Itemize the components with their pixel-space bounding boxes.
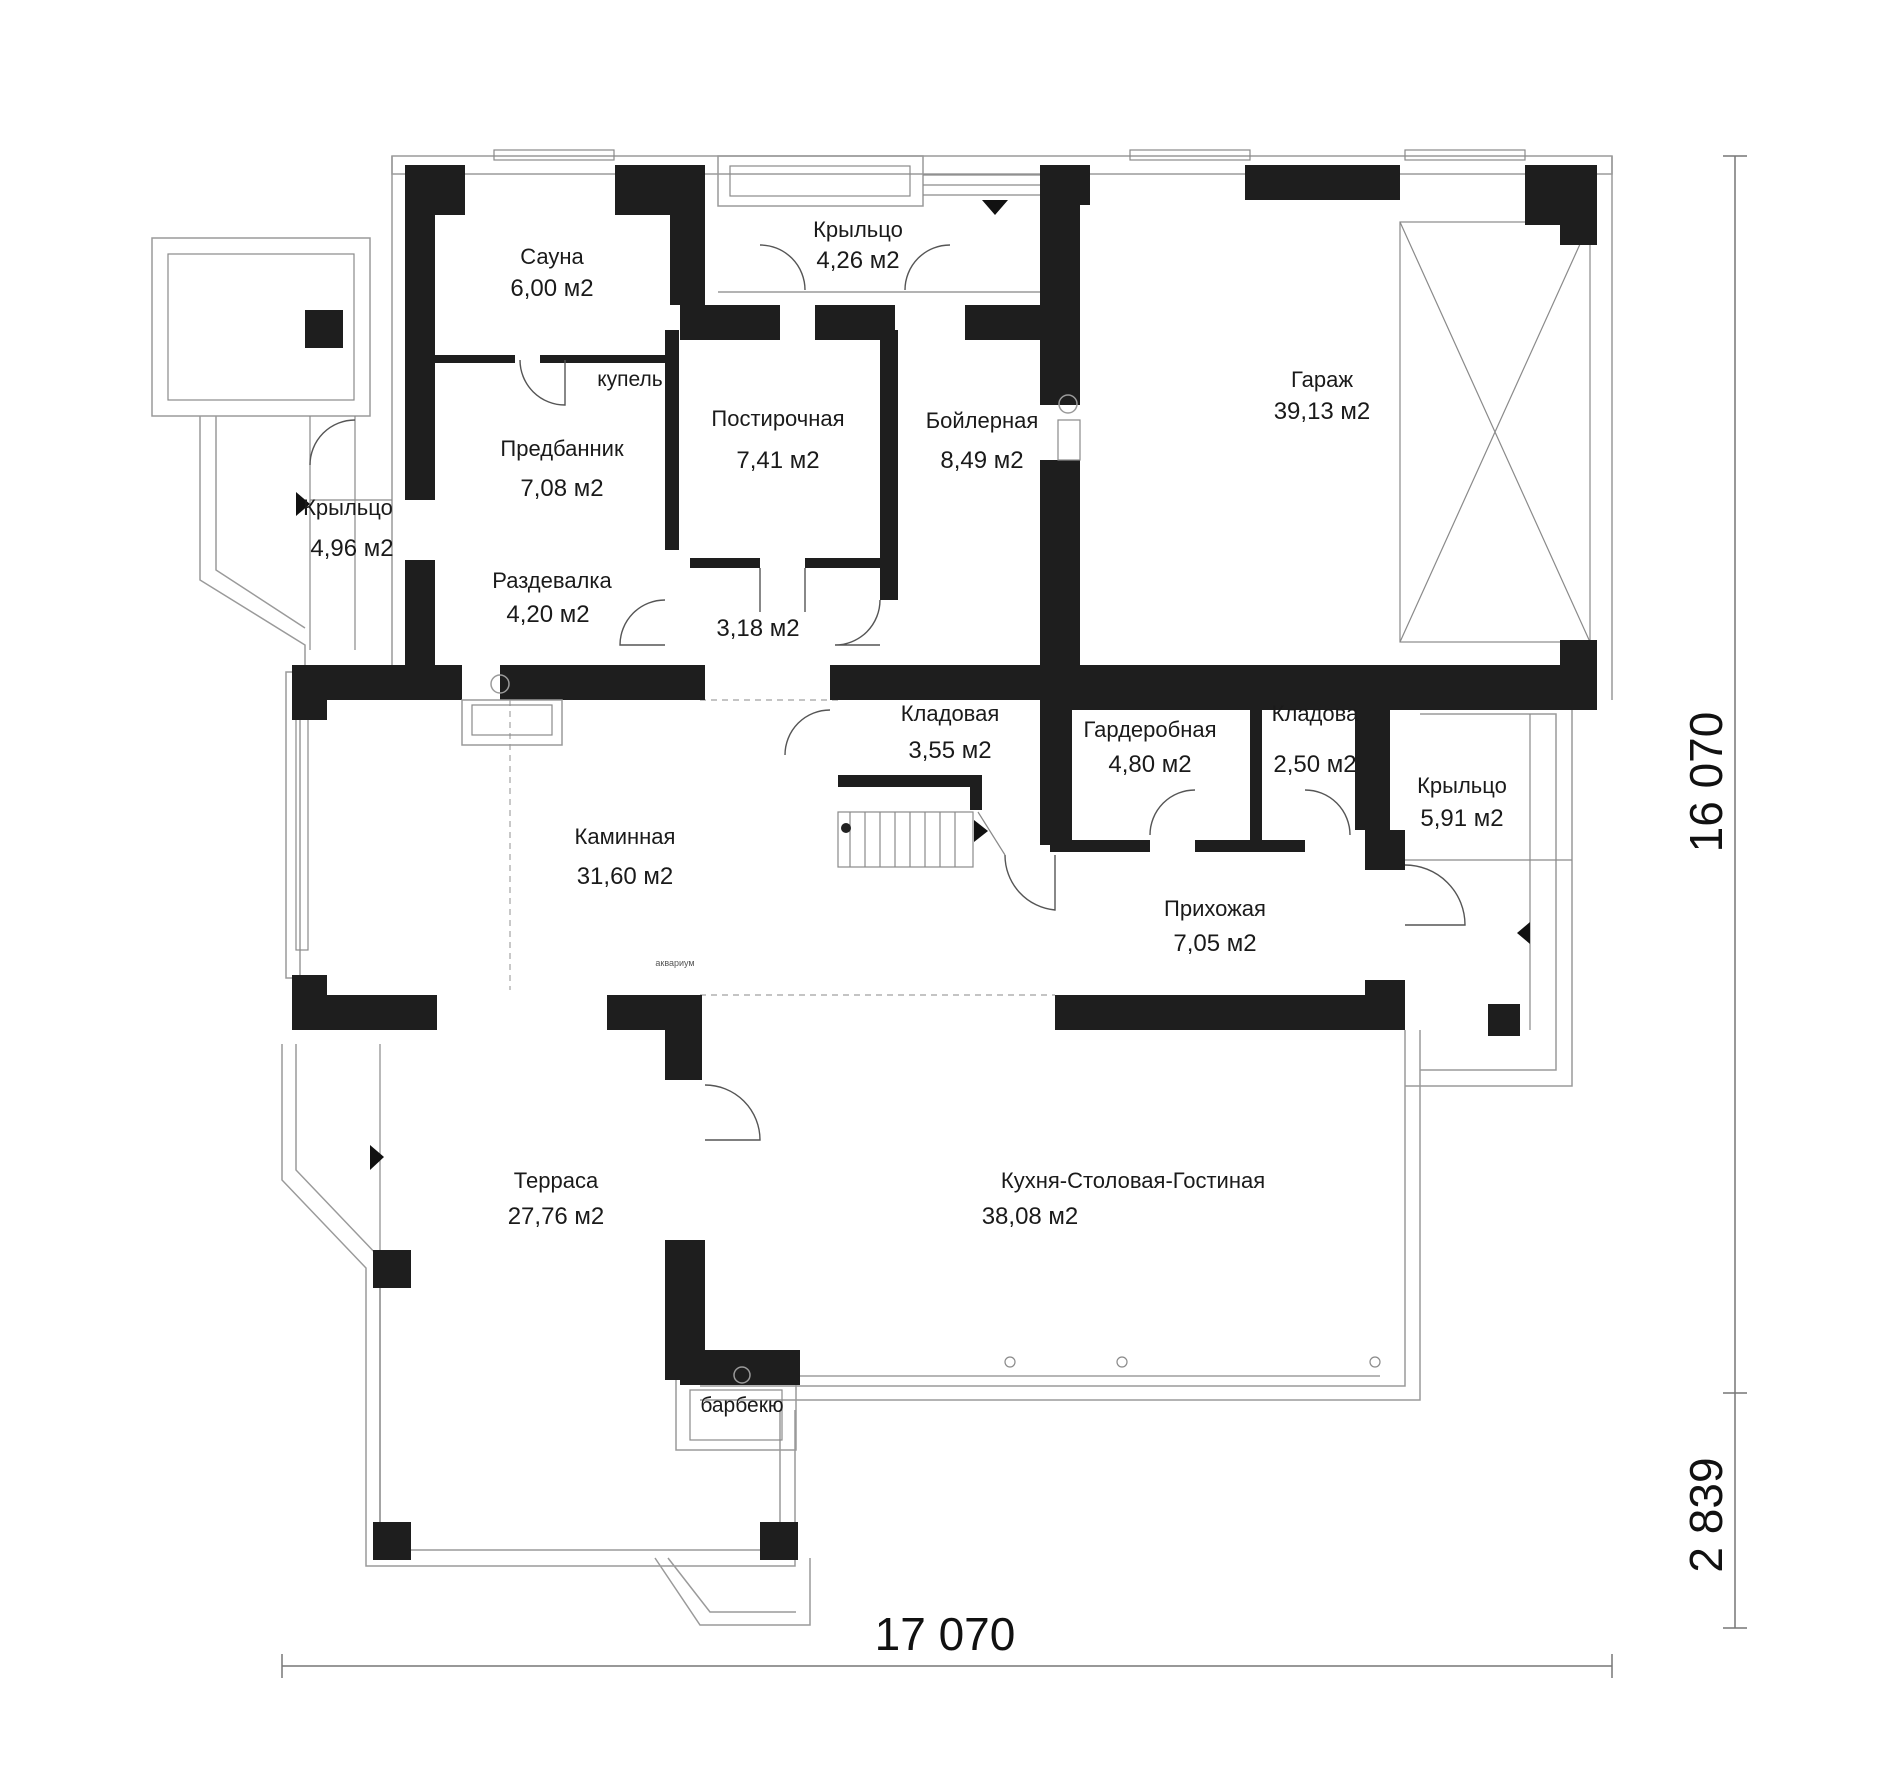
pantry-2-area: 2,50 м2 xyxy=(1273,751,1356,778)
fireplace-room-area: 31,60 м2 xyxy=(577,863,674,890)
porch-top-area: 4,26 м2 xyxy=(816,247,899,274)
wardrobe-label: Гардеробная xyxy=(1083,717,1216,742)
doors xyxy=(296,200,1530,1384)
terrace-label: Терраса xyxy=(514,1168,599,1193)
depth-terrace-dimension: 2 839 xyxy=(1680,1457,1732,1572)
porch-top-label: Крыльцо xyxy=(813,217,903,242)
sauna-area: 6,00 м2 xyxy=(510,275,593,302)
kitchen-label: Кухня-Столовая-Гостиная xyxy=(1001,1168,1265,1193)
dimension-lines: 17 070 16 070 2 839 xyxy=(281,155,1747,1678)
pantry-1-label: Кладовая xyxy=(901,701,1000,726)
staircase xyxy=(837,811,1006,868)
dressing-room-area: 4,20 м2 xyxy=(506,601,589,628)
walls xyxy=(292,165,1597,1560)
laundry-area: 7,41 м2 xyxy=(736,447,819,474)
porch-right-label: Крыльцо xyxy=(1417,773,1507,798)
dressing-room-label: Раздевалка xyxy=(492,568,612,593)
room-labels: Сауна 6,00 м2 Крыльцо 4,26 м2 Гараж 39,1… xyxy=(303,217,1507,1417)
width-dimension: 17 070 xyxy=(875,1608,1016,1660)
terrace-area: 27,76 м2 xyxy=(508,1203,605,1230)
pantry-1-area: 3,55 м2 xyxy=(908,737,991,764)
hallway-area: 7,05 м2 xyxy=(1173,930,1256,957)
garage-label: Гараж xyxy=(1291,367,1353,392)
wardrobe-area: 4,80 м2 xyxy=(1108,751,1191,778)
small-hall-area: 3,18 м2 xyxy=(716,615,799,642)
boiler-room-area: 8,49 м2 xyxy=(940,447,1023,474)
porch-left-label: Крыльцо xyxy=(303,495,393,520)
depth-main-dimension: 16 070 xyxy=(1680,712,1732,853)
aquarium-label: аквариум xyxy=(655,958,694,968)
pre-bath-label: Предбанник xyxy=(500,436,624,461)
kitchen-area: 38,08 м2 xyxy=(982,1203,1079,1230)
pantry-2-label: Кладова xyxy=(1272,701,1359,726)
plunge-pool-label: купель xyxy=(597,368,663,391)
hallway-label: Прихожая xyxy=(1164,896,1266,921)
pre-bath-area: 7,08 м2 xyxy=(520,475,603,502)
porch-right-area: 5,91 м2 xyxy=(1420,805,1503,832)
garage-area: 39,13 м2 xyxy=(1274,398,1371,425)
bbq-label: барбекю xyxy=(700,1394,783,1417)
laundry-label: Постирочная xyxy=(711,406,844,431)
sauna-label: Сауна xyxy=(520,244,584,269)
porch-left-area: 4,96 м2 xyxy=(310,535,393,562)
boiler-room-label: Бойлерная xyxy=(926,408,1039,433)
fireplace-room-label: Каминная xyxy=(575,824,676,849)
